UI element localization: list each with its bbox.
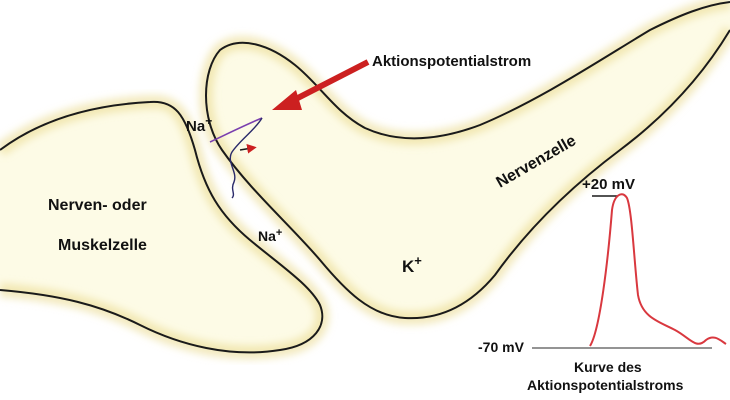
- rest-voltage-label: -70 mV: [478, 339, 525, 355]
- curve-caption-1: Kurve des: [574, 359, 642, 375]
- target-cell-label-2: Muskelzelle: [58, 237, 147, 254]
- peak-voltage-label: +20 mV: [582, 176, 635, 193]
- current-label: Aktionspotentialstrom: [372, 53, 531, 70]
- curve-caption-2: Aktionspotentialstroms: [527, 377, 684, 393]
- sodium-label-mid: Na+: [258, 227, 282, 244]
- action-potential-curve: [532, 194, 726, 348]
- target-cell-label-1: Nerven- oder: [48, 197, 147, 214]
